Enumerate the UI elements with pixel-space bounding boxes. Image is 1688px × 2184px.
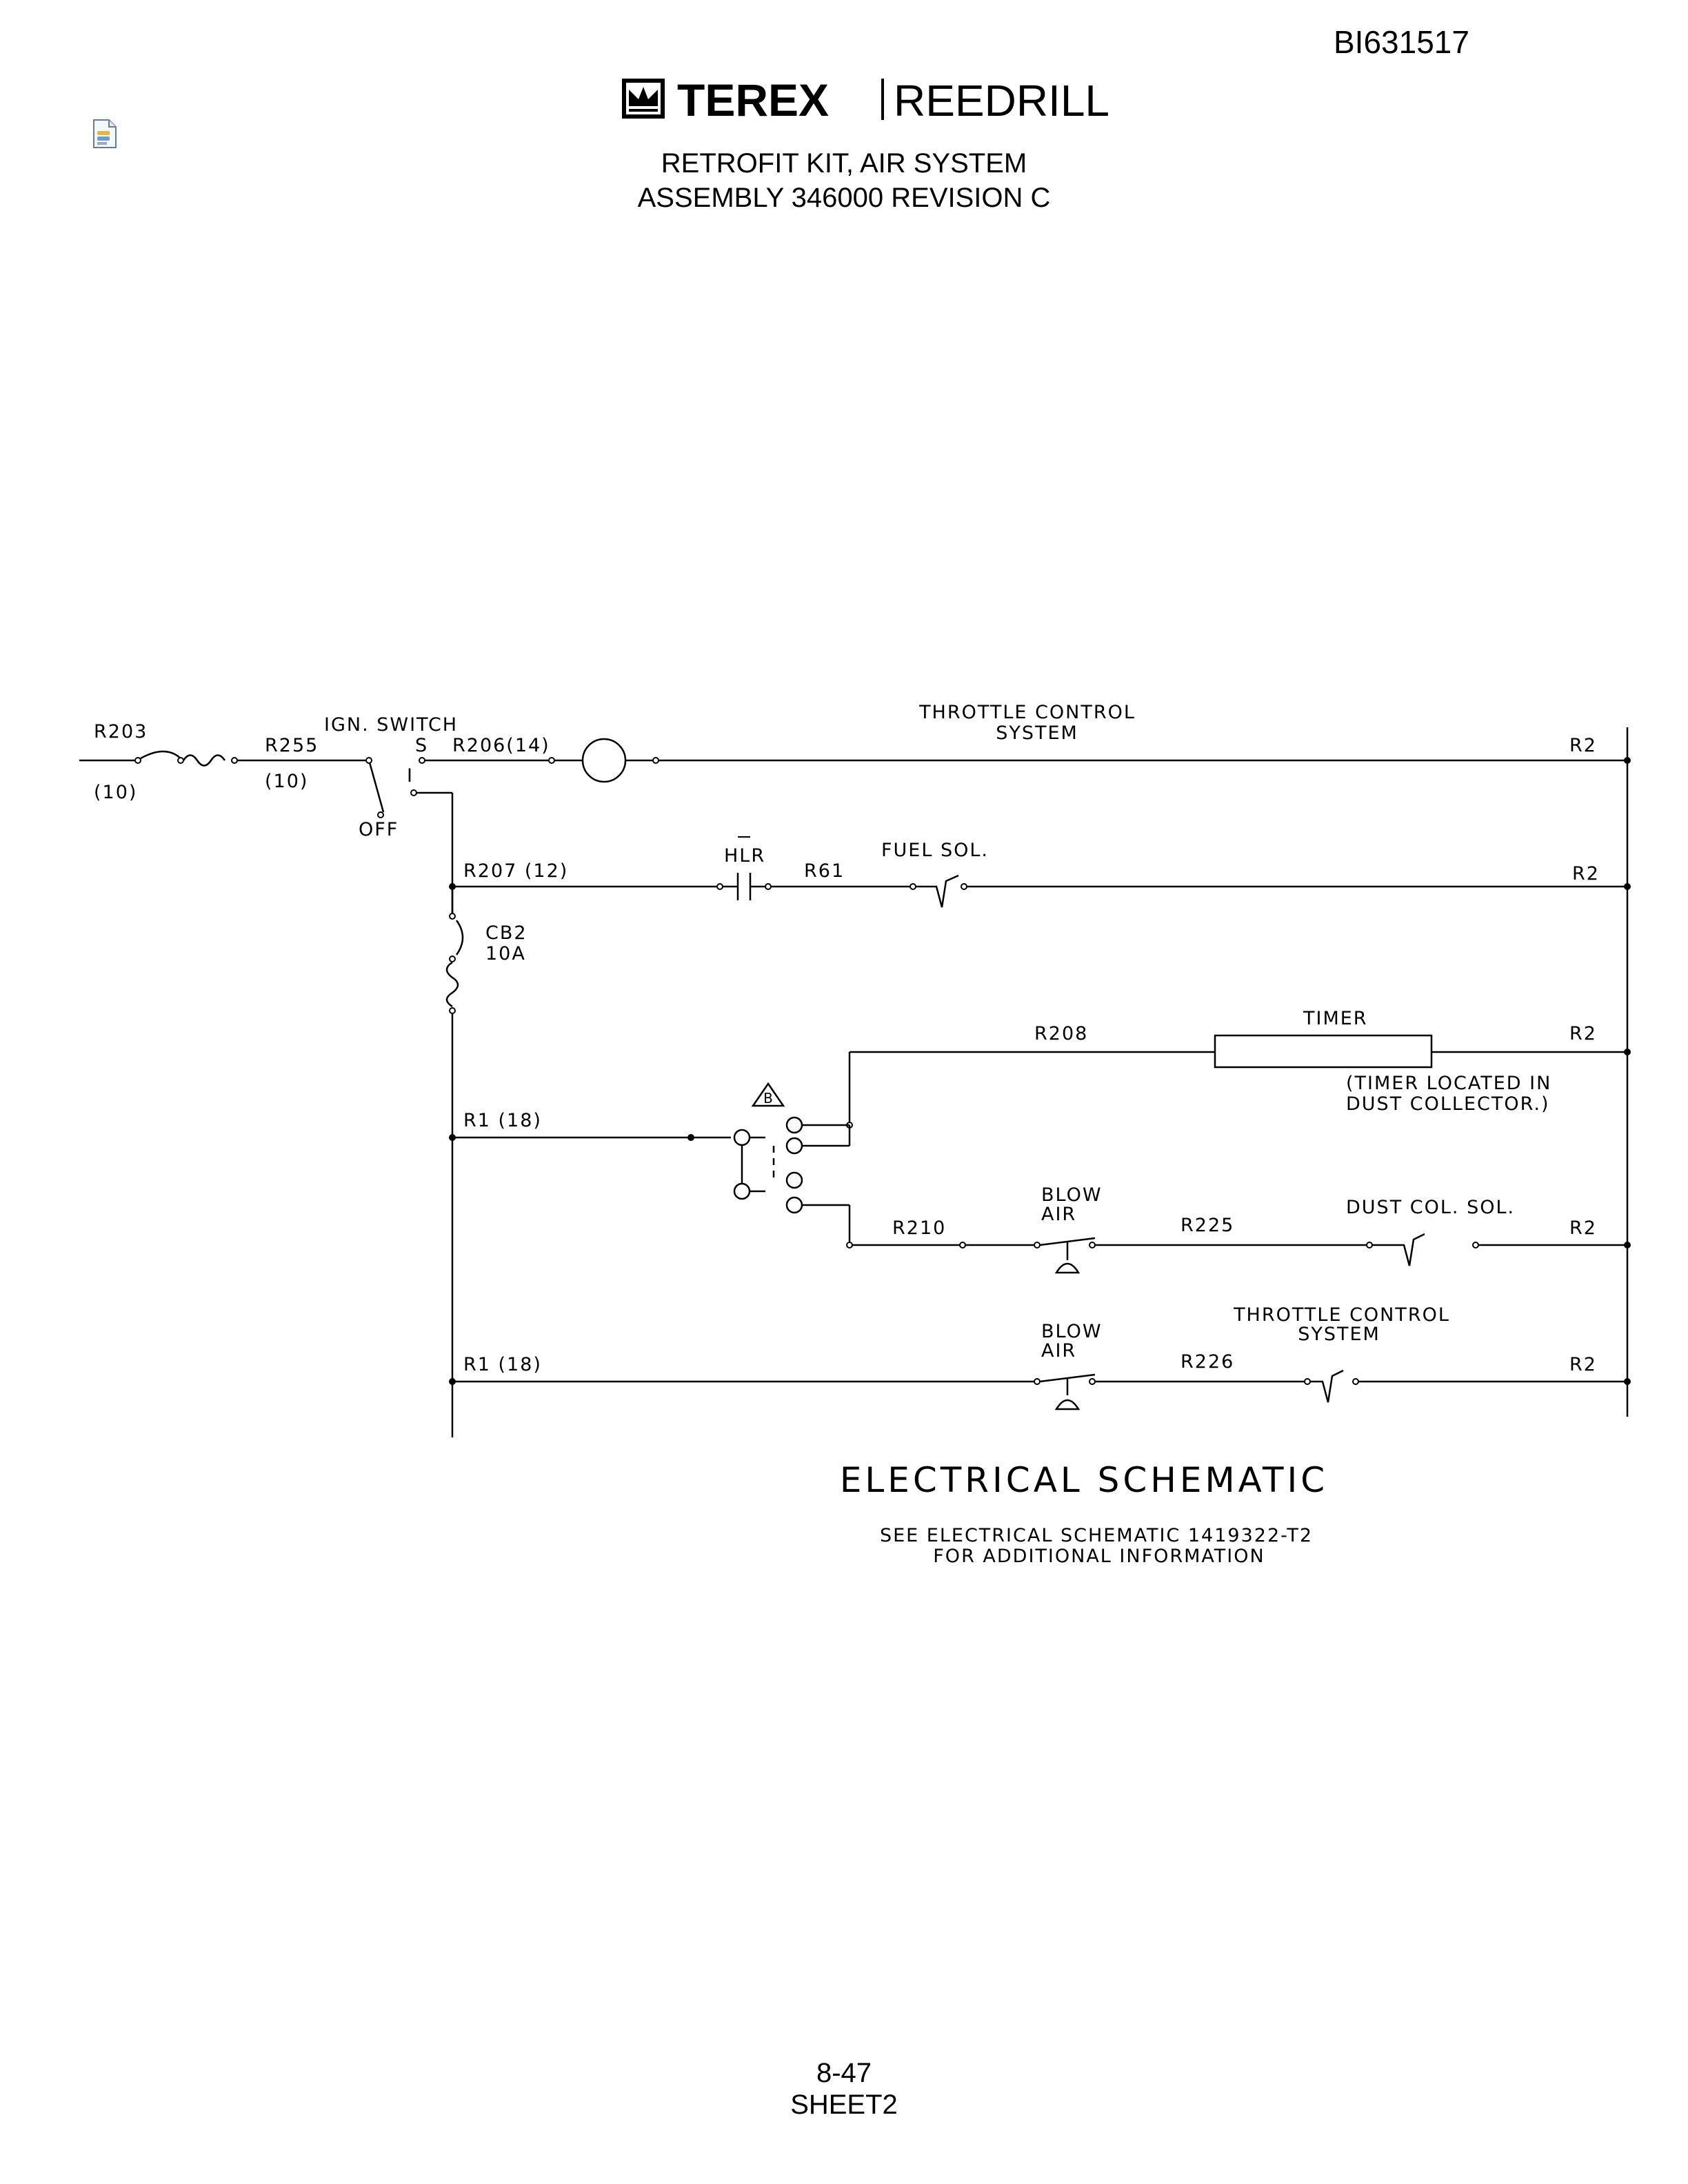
fuse-symbol [182, 754, 226, 767]
label-timer-note-1: (TIMER LOCATED IN [1346, 1073, 1551, 1094]
label-r203: R203 [94, 721, 148, 742]
revision-flag-letter: B [763, 1090, 773, 1106]
revision-flag [751, 1082, 785, 1107]
fuel-solenoid [916, 874, 959, 908]
label-ign-switch: IGN. SWITCH [324, 714, 458, 736]
throttle-control-solenoid [1310, 1369, 1344, 1403]
terex-reedrill-logo: TEREX REEDRILL [621, 74, 1124, 125]
label-r207: R207 (12) [463, 860, 568, 882]
label-r206: R206(14) [452, 735, 550, 756]
label-hlr: HLR [724, 845, 765, 867]
label-cb2: CB2 [485, 922, 528, 944]
label-cb2-rating: 10A [485, 943, 526, 964]
label-blow-air-1a: BLOW [1041, 1184, 1103, 1206]
label-throttle2-1: THROTTLE CONTROL [1233, 1304, 1450, 1326]
terex-crown-icon [622, 79, 665, 119]
label-switch-i: I [407, 765, 414, 787]
cb2-breaker [455, 920, 464, 956]
label-r2-row1: R2 [1569, 735, 1597, 756]
label-r226: R226 [1180, 1351, 1234, 1373]
document-id: BI631517 [1334, 24, 1469, 60]
selector-switch [733, 1129, 751, 1146]
header-title: RETROFIT KIT, AIR SYSTEM ASSEMBLY 346000… [0, 146, 1688, 215]
label-r255: R255 [265, 735, 319, 756]
label-timer-note-2: DUST COLLECTOR.) [1346, 1093, 1550, 1115]
sheet-number: SHEET2 [790, 2090, 898, 2120]
schematic-title: ELECTRICAL SCHEMATIC [840, 1460, 1328, 1500]
label-switch-s: S [415, 735, 428, 756]
label-throttle2-2: SYSTEM [1298, 1324, 1380, 1345]
schematic-note-2: FOR ADDITIONAL INFORMATION [933, 1546, 1265, 1567]
label-r2-row4: R2 [1569, 1217, 1597, 1239]
label-r2-row2: R2 [1572, 863, 1600, 884]
label-timer: TIMER [1303, 1008, 1368, 1029]
label-r2-row3: R2 [1569, 1023, 1597, 1044]
label-r1-lower: R1 (18) [463, 1354, 542, 1375]
timer-box [1214, 1034, 1433, 1069]
label-throttle-2: SYSTEM [996, 722, 1078, 744]
label-r225: R225 [1180, 1215, 1234, 1236]
label-r208: R208 [1034, 1023, 1088, 1044]
ignition-switch-blade [368, 762, 385, 813]
label-switch-off: OFF [359, 819, 399, 840]
header-line-2: ASSEMBLY 346000 REVISION C [637, 183, 1051, 213]
label-throttle-1: THROTTLE CONTROL [918, 702, 1136, 723]
dust-col-solenoid [1372, 1233, 1425, 1266]
label-r210: R210 [892, 1217, 946, 1239]
label-r61: R61 [804, 860, 845, 882]
schematic-note-1: SEE ELECTRICAL SCHEMATIC 1419322-T2 [880, 1525, 1313, 1546]
label-r203-gauge: (10) [94, 782, 137, 803]
document-attachment-icon[interactable] [91, 119, 119, 149]
label-blow-air-1b: AIR [1041, 1204, 1076, 1225]
label-blow-air-2b: AIR [1041, 1340, 1076, 1362]
label-r1-upper: R1 (18) [463, 1110, 542, 1131]
label-blow-air-2a: BLOW [1041, 1321, 1103, 1342]
label-dust-col-sol: DUST COL. SOL. [1346, 1197, 1515, 1218]
header-line-1: RETROFIT KIT, AIR SYSTEM [661, 148, 1027, 179]
label-r2-row5: R2 [1569, 1354, 1597, 1375]
label-r255-gauge: (10) [265, 771, 308, 792]
page-footer: 8-47 SHEET2 [0, 2057, 1688, 2121]
label-fuel-sol: FUEL SOL. [881, 840, 989, 861]
brand-name-bold: TEREX [677, 74, 829, 124]
brand-name-light: REEDRILL [894, 76, 1109, 124]
throttle-control-motor [581, 738, 627, 783]
page-number: 8-47 [816, 2058, 872, 2088]
